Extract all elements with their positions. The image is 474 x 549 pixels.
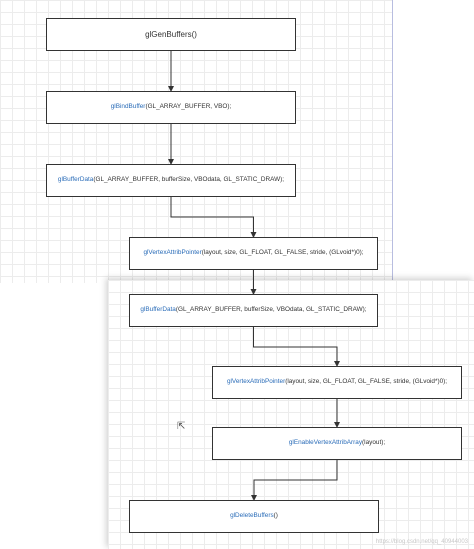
node-function-name: glEnableVertexAttribArray [288,439,363,447]
node-gl-vertex-attrib-pointer-second[interactable]: glVertexAttribPointer(layout, size, GL_F… [212,366,462,399]
node-arguments: (GL_ARRAY_BUFFER, bufferSize, VBOdata, G… [175,306,367,314]
node-gl-delete-buffers[interactable]: glDeleteBuffers() [129,500,379,533]
node-arguments: (layout, size, GL_FLOAT, GL_FALSE, strid… [285,378,448,386]
node-arguments: (GL_ARRAY_BUFFER, VBO); [145,103,232,111]
node-gl-vertex-attrib-pointer[interactable]: glVertexAttribPointer(layout, size, GL_F… [129,237,378,270]
node-function-name: glBufferData [57,176,94,184]
node-arguments: () [273,512,278,520]
node-arguments: (layout, size, GL_FLOAT, GL_FALSE, strid… [201,249,364,257]
mouse-cursor-icon: ⇱ [177,421,186,432]
node-function-name: glBufferData [140,306,176,314]
node-function-name: glDeleteBuffers [230,512,274,520]
node-gl-bind-buffer[interactable]: glBindBuffer(GL_ARRAY_BUFFER, VBO); [46,91,296,124]
node-gl-enable-vertex-attrib-array[interactable]: glEnableVertexAttribArray(layout); [212,427,462,460]
node-label: glGenBuffers() [145,29,197,39]
node-gl-gen-buffers[interactable]: glGenBuffers() [46,18,296,51]
node-arguments: (layout); [362,439,386,447]
watermark: https://blog.csdn.net/qq_40944003 [375,539,468,545]
node-gl-buffer-data-second[interactable]: glBufferData(GL_ARRAY_BUFFER, bufferSize… [129,294,378,327]
node-function-name: glBindBuffer [110,103,146,111]
node-arguments: (GL_ARRAY_BUFFER, bufferSize, VBOdata, G… [93,176,285,184]
node-gl-buffer-data[interactable]: glBufferData(GL_ARRAY_BUFFER, bufferSize… [46,164,296,197]
node-function-name: glVertexAttribPointer [226,378,286,386]
node-function-name: glVertexAttribPointer [143,249,202,257]
